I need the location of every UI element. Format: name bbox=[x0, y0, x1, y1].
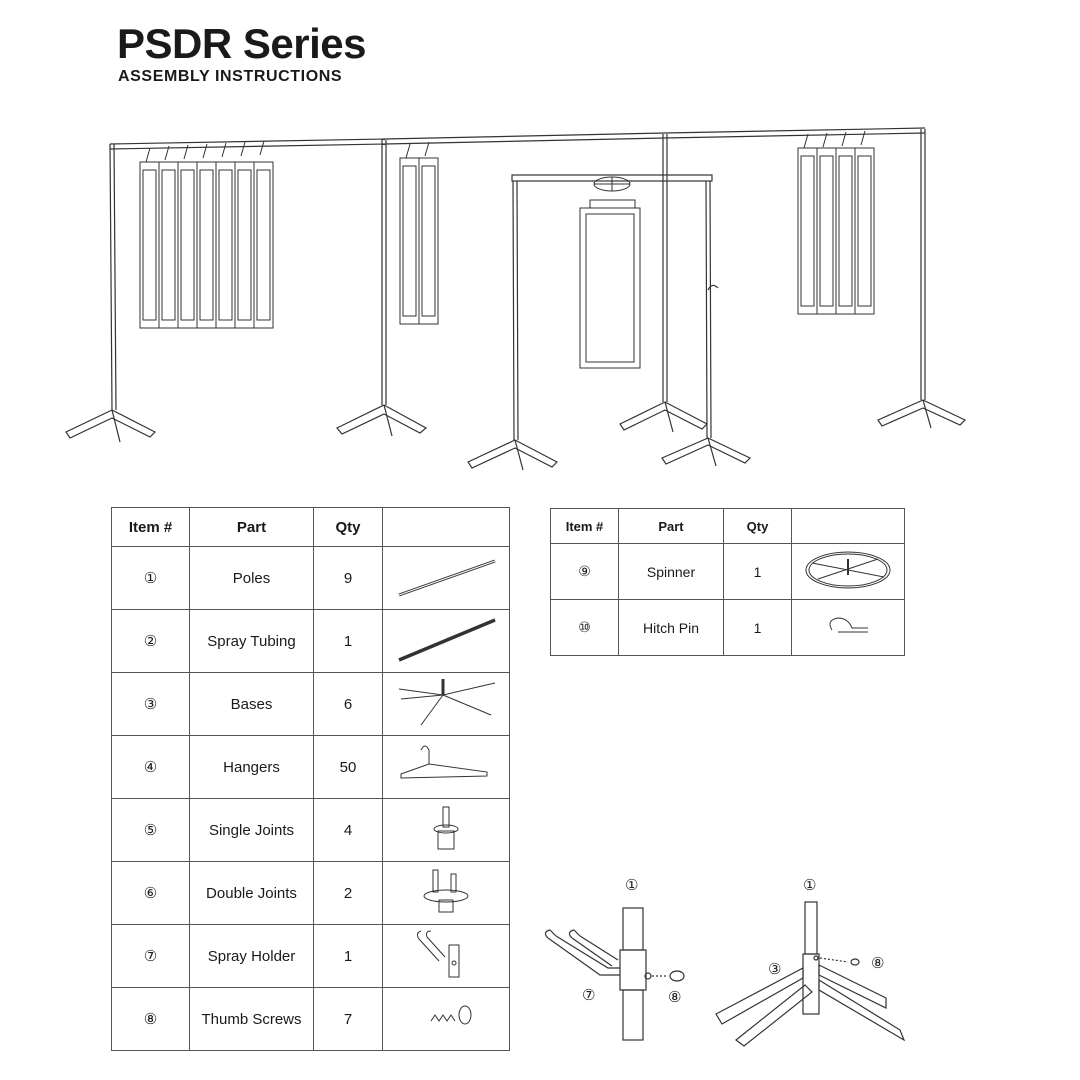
part-name: Spray Holder bbox=[189, 924, 314, 988]
column-header-item: Item # bbox=[111, 507, 190, 547]
part-name: Spray Tubing bbox=[189, 609, 314, 673]
part-qty: 1 bbox=[723, 599, 792, 656]
part-name: Double Joints bbox=[189, 861, 314, 925]
single-joint-icon bbox=[382, 798, 510, 862]
part-name: Poles bbox=[189, 546, 314, 610]
item-number: ④ bbox=[111, 735, 190, 799]
callout-thumb-screw: ⑧ bbox=[668, 988, 682, 1006]
hitch-pin-icon bbox=[791, 599, 905, 656]
part-qty: 1 bbox=[723, 543, 792, 600]
hanging-panels-left bbox=[139, 140, 274, 329]
table-row: ⑥ Double Joints 2 bbox=[111, 861, 510, 925]
item-number: ⑨ bbox=[550, 543, 619, 600]
part-qty: 2 bbox=[313, 861, 383, 925]
spinner-icon bbox=[791, 543, 905, 600]
base-icon bbox=[382, 672, 510, 736]
column-header-qty: Qty bbox=[313, 507, 383, 547]
part-qty: 7 bbox=[313, 987, 383, 1051]
column-header-image bbox=[791, 508, 905, 544]
spray-holder-icon bbox=[382, 924, 510, 988]
parts-table-secondary: Item # Part Qty ⑨ Spinner 1 ⑩ Hitch Pin … bbox=[550, 508, 905, 656]
table-row: ⑤ Single Joints 4 bbox=[111, 798, 510, 862]
item-number: ① bbox=[111, 546, 190, 610]
page-subtitle: ASSEMBLY INSTRUCTIONS bbox=[118, 68, 343, 85]
item-number: ⑥ bbox=[111, 861, 190, 925]
hanger-icon bbox=[382, 735, 510, 799]
column-header-part: Part bbox=[618, 508, 724, 544]
item-number: ⑧ bbox=[111, 987, 190, 1051]
column-header-part: Part bbox=[189, 507, 314, 547]
column-header-image bbox=[382, 507, 510, 547]
spray-tubing-icon bbox=[382, 609, 510, 673]
part-name: Hitch Pin bbox=[618, 599, 724, 656]
column-header-item: Item # bbox=[550, 508, 619, 544]
double-joint-icon bbox=[382, 861, 510, 925]
part-name: Bases bbox=[189, 672, 314, 736]
part-qty: 50 bbox=[313, 735, 383, 799]
table-row: ③ Bases 6 bbox=[111, 672, 510, 736]
part-name: Hangers bbox=[189, 735, 314, 799]
item-number: ⑩ bbox=[550, 599, 619, 656]
callout-base: ③ bbox=[768, 960, 782, 978]
table-row: ⑩ Hitch Pin 1 bbox=[550, 599, 905, 656]
table-header-row: Item # Part Qty bbox=[111, 507, 510, 547]
callout-pole: ① bbox=[625, 876, 639, 894]
part-name: Spinner bbox=[618, 543, 724, 600]
item-number: ② bbox=[111, 609, 190, 673]
callout-pole: ① bbox=[803, 876, 817, 894]
part-qty: 1 bbox=[313, 924, 383, 988]
spinner-panel bbox=[579, 176, 641, 369]
table-header-row: Item # Part Qty bbox=[550, 508, 905, 544]
base-feet bbox=[65, 399, 967, 471]
page-title: PSDR Series bbox=[117, 20, 366, 67]
part-qty: 9 bbox=[313, 546, 383, 610]
part-name: Thumb Screws bbox=[189, 987, 314, 1051]
hanging-panels-right bbox=[797, 130, 875, 315]
part-qty: 4 bbox=[313, 798, 383, 862]
callout-spray-holder: ⑦ bbox=[582, 986, 596, 1004]
table-row: ⑧ Thumb Screws 7 bbox=[111, 987, 510, 1051]
rack-assembly-illustration bbox=[65, 127, 967, 471]
callout-thumb-screw: ⑧ bbox=[871, 954, 885, 972]
item-number: ③ bbox=[111, 672, 190, 736]
table-row: ② Spray Tubing 1 bbox=[111, 609, 510, 673]
column-header-qty: Qty bbox=[723, 508, 792, 544]
pole-icon bbox=[382, 546, 510, 610]
table-row: ④ Hangers 50 bbox=[111, 735, 510, 799]
item-number: ⑤ bbox=[111, 798, 190, 862]
parts-table-primary: Item # Part Qty ① Poles 9 ② Spray Tubing… bbox=[111, 507, 510, 1051]
table-row: ① Poles 9 bbox=[111, 546, 510, 610]
part-qty: 6 bbox=[313, 672, 383, 736]
table-row: ⑦ Spray Holder 1 bbox=[111, 924, 510, 988]
table-row: ⑨ Spinner 1 bbox=[550, 543, 905, 600]
part-name: Single Joints bbox=[189, 798, 314, 862]
thumb-screw-icon bbox=[382, 987, 510, 1051]
item-number: ⑦ bbox=[111, 924, 190, 988]
hanging-panels-middle bbox=[399, 141, 439, 325]
part-qty: 1 bbox=[313, 609, 383, 673]
